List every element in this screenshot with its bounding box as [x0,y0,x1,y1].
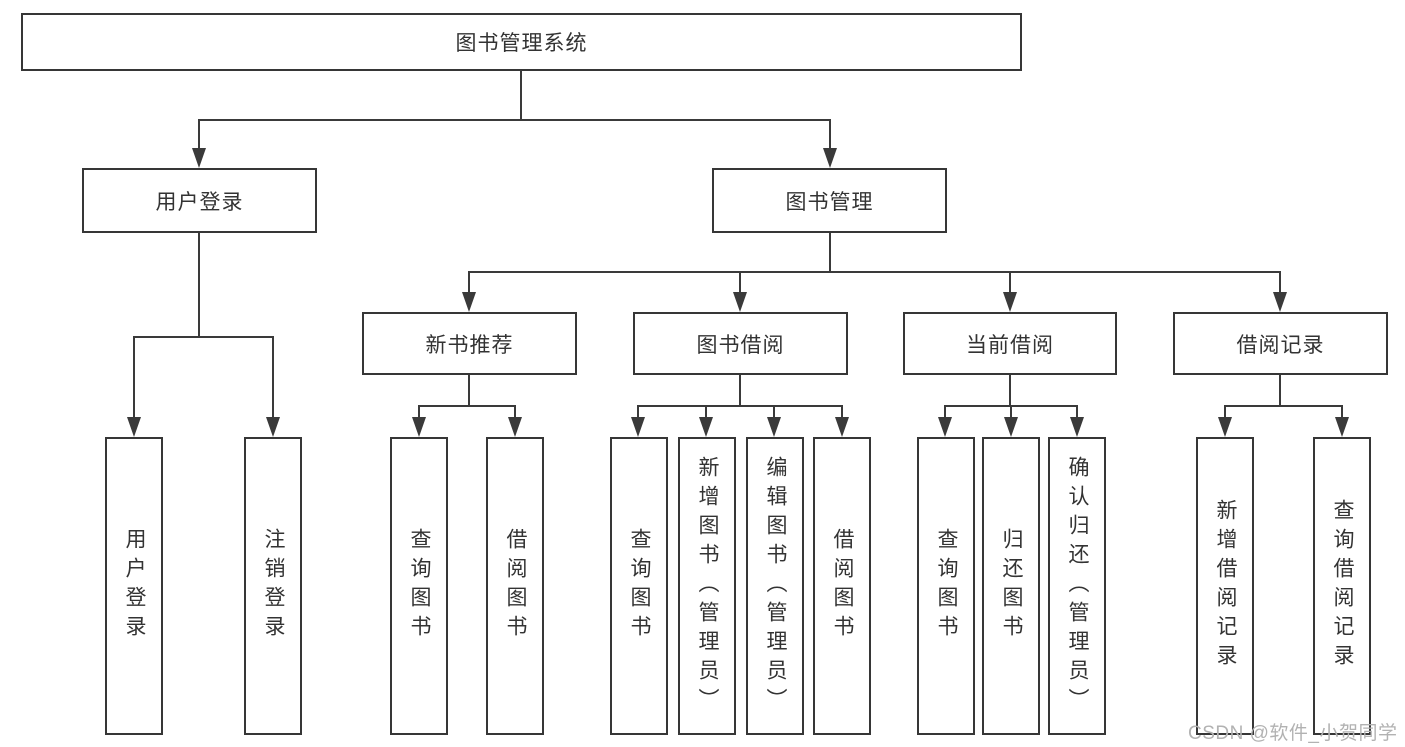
leaf-borrow-add-book-admin: 新增图书（管理员） [678,437,736,735]
arrowhead-down-icon [835,417,849,437]
connector-line [520,70,522,120]
connector-line [637,405,639,418]
connector-line [198,119,200,149]
connector-line [198,233,200,337]
node-root-label: 图书管理系统 [455,32,588,55]
arrowhead-down-icon [733,292,747,312]
connector-line [1224,405,1226,418]
arrowhead-down-icon [823,148,837,168]
connector-line [1076,405,1078,418]
leaf-current-query-book: 查询图书 [917,437,975,735]
node-current-borrow-label: 当前借阅 [966,333,1054,357]
node-user-login: 用户登录 [82,168,317,233]
connector-line [841,405,843,418]
connector-line [773,405,775,418]
leaf-current-confirm-return-admin: 确认归还（管理员） [1048,437,1106,735]
arrowhead-down-icon [1003,292,1017,312]
leaf-records-add-record: 新增借阅记录 [1196,437,1254,735]
node-book-management-label: 图书管理 [785,190,874,214]
connector-line [418,405,420,418]
node-book-borrow: 图书借阅 [633,312,848,375]
connector-line [419,405,516,407]
connector-line [1225,405,1343,407]
connector-line [944,405,946,418]
connector-line [829,233,831,272]
node-root: 图书管理系统 [21,13,1022,71]
arrowhead-down-icon [192,148,206,168]
arrowhead-down-icon [631,417,645,437]
connector-line [468,375,470,406]
connector-line [739,375,741,406]
connector-line [638,405,843,407]
arrowhead-down-icon [127,417,141,437]
leaf-borrow-query-book: 查询图书 [610,437,668,735]
node-borrow-records: 借阅记录 [1173,312,1388,375]
connector-line [133,336,135,418]
leaf-records-query-record: 查询借阅记录 [1313,437,1371,735]
connector-line [829,119,831,149]
connector-line [468,271,470,293]
connector-line [1341,405,1343,418]
node-new-book-recommend: 新书推荐 [362,312,577,375]
arrowhead-down-icon [699,417,713,437]
node-book-borrow-label: 图书借阅 [696,333,785,357]
arrowhead-down-icon [1218,417,1232,437]
connector-line [198,119,831,121]
connector-line [1279,271,1281,293]
arrowhead-down-icon [1004,417,1018,437]
connector-line [1010,405,1012,418]
leaf-current-return-book: 归还图书 [982,437,1040,735]
leaf-borrow-edit-book-admin: 编辑图书（管理员） [746,437,804,735]
leaf-recommend-query-book: 查询图书 [390,437,448,735]
node-book-management: 图书管理 [712,168,947,233]
arrowhead-down-icon [462,292,476,312]
connector-line [739,271,741,293]
arrowhead-down-icon [412,417,426,437]
node-user-login-label: 用户登录 [155,190,244,214]
arrowhead-down-icon [508,417,522,437]
connector-line [468,271,1281,273]
csdn-watermark: CSDN @软件_小贺同学 [1188,723,1398,744]
arrowhead-down-icon [1335,417,1349,437]
arrowhead-down-icon [1273,292,1287,312]
connector-line [1009,271,1011,293]
arrowhead-down-icon [266,417,280,437]
connector-line [1009,375,1011,406]
node-new-book-recommend-label: 新书推荐 [425,333,514,357]
connector-line [133,336,274,338]
connector-line [272,336,274,418]
node-borrow-records-label: 借阅记录 [1236,333,1325,357]
leaf-borrow-borrow-book: 借阅图书 [813,437,871,735]
node-current-borrow: 当前借阅 [903,312,1117,375]
connector-line [514,405,516,418]
leaf-recommend-borrow-book: 借阅图书 [486,437,544,735]
arrowhead-down-icon [767,417,781,437]
leaf-user-login: 用户登录 [105,437,163,735]
connector-line [1279,375,1281,406]
arrowhead-down-icon [938,417,952,437]
arrowhead-down-icon [1070,417,1084,437]
leaf-logout: 注销登录 [244,437,302,735]
connector-line [705,405,707,418]
